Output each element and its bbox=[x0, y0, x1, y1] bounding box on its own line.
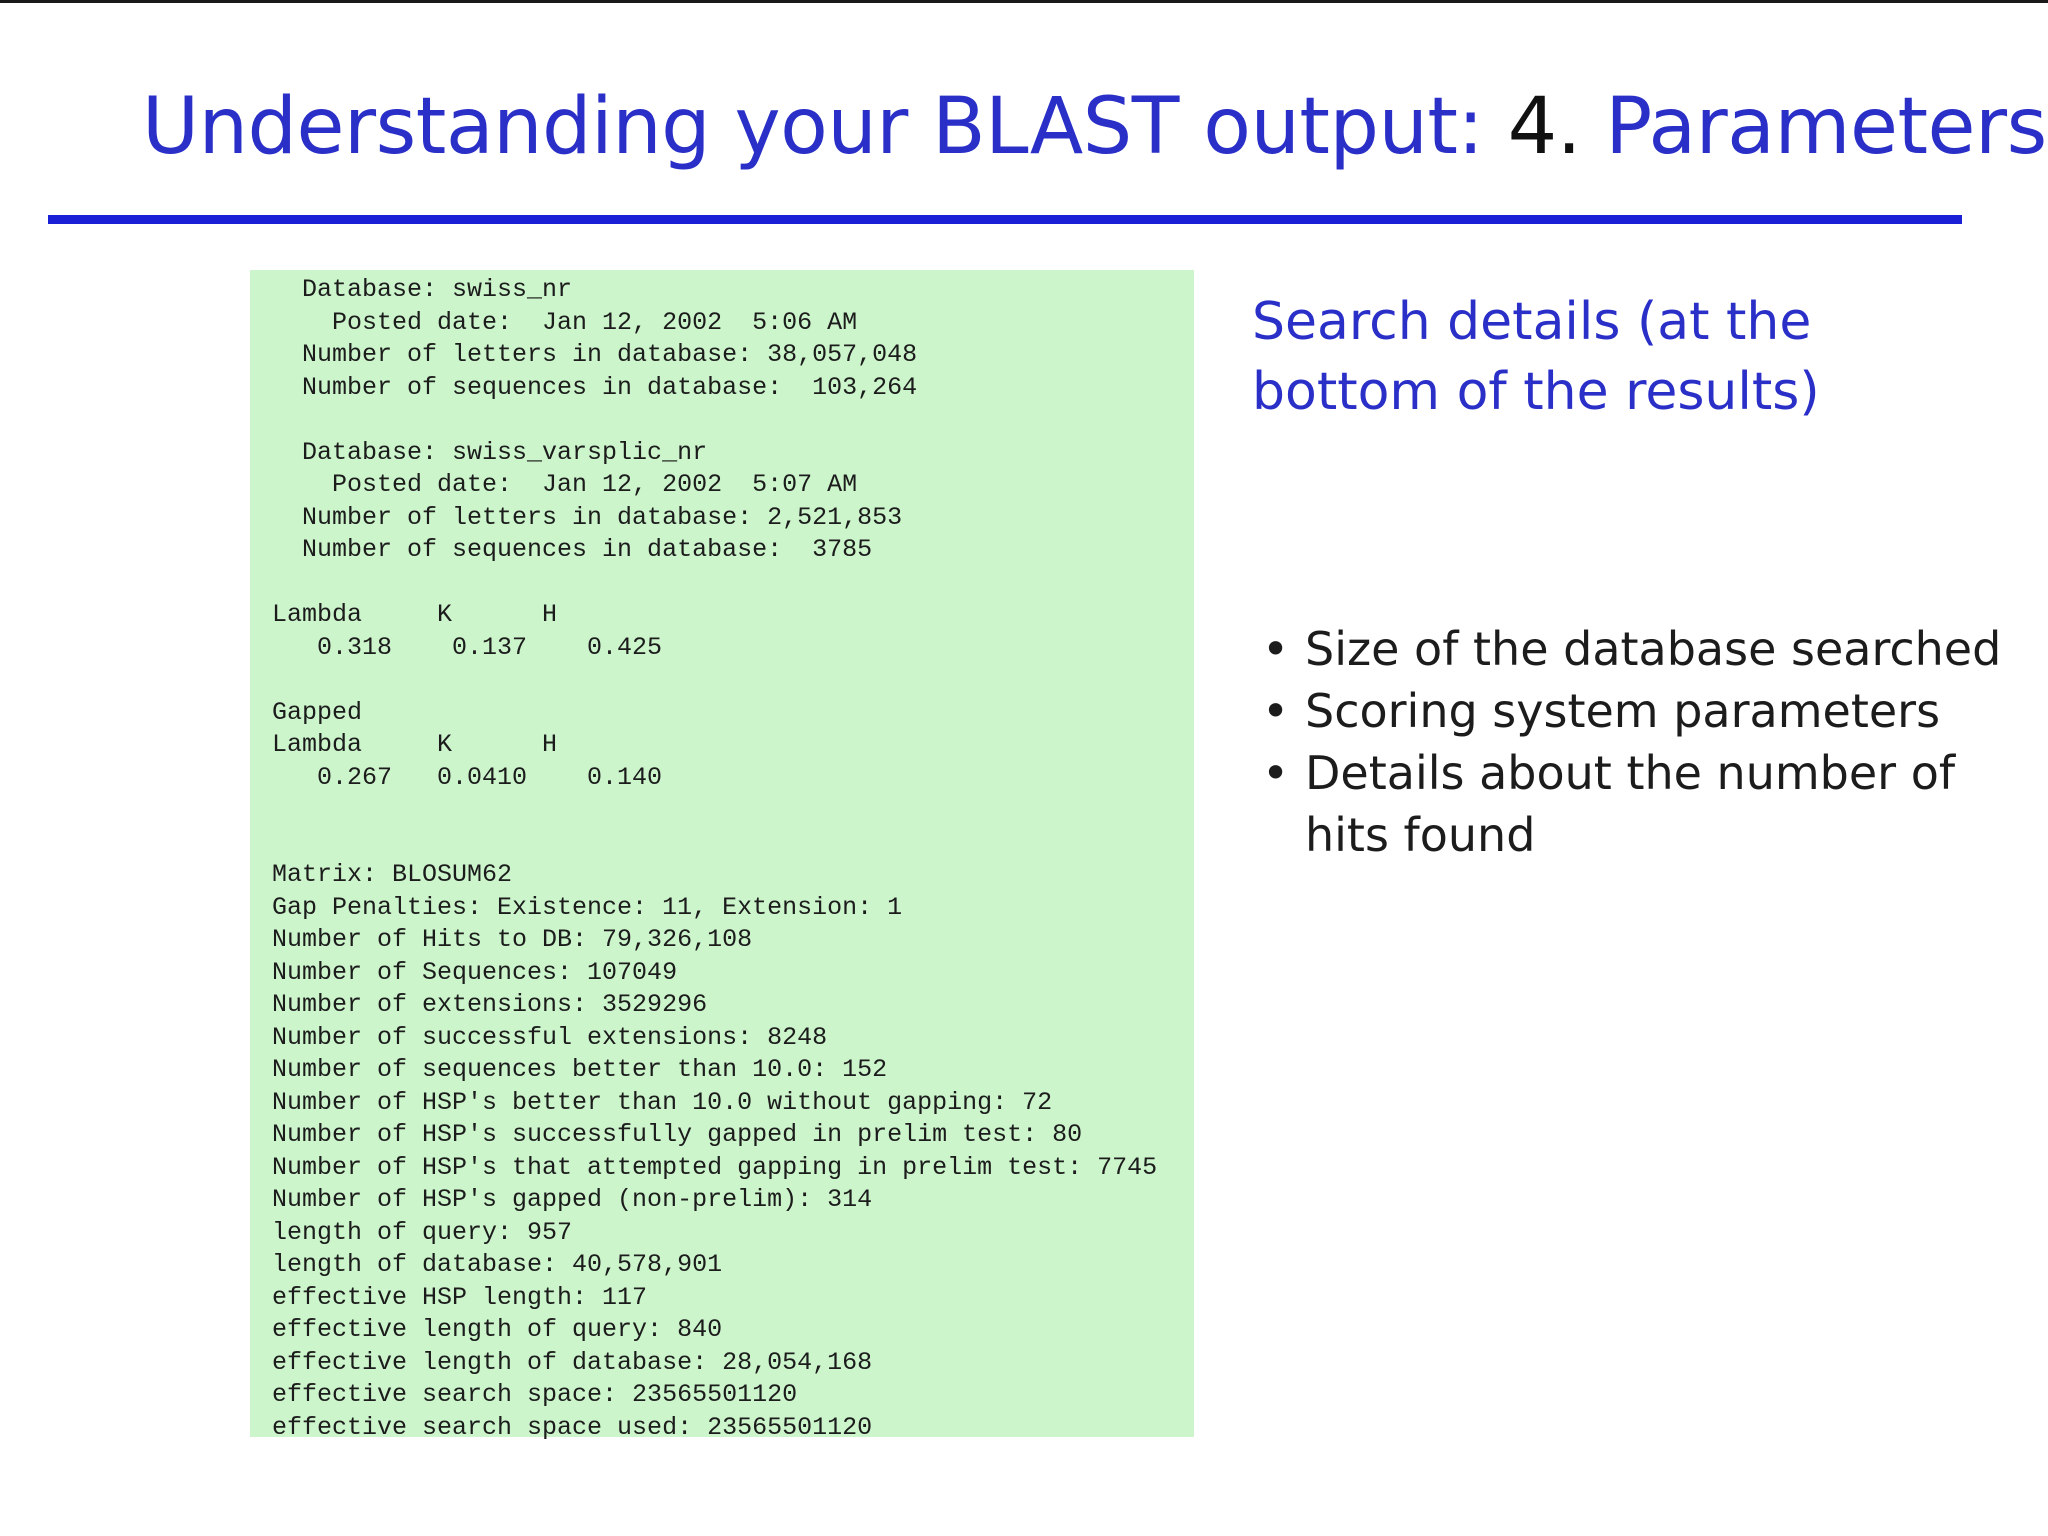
bullet-text: Details about the number of hits found bbox=[1305, 746, 1956, 862]
blast-output-text: Database: swiss_nr Posted date: Jan 12, … bbox=[272, 274, 1157, 1444]
output-line: Number of sequences in database: 3785 bbox=[272, 535, 873, 564]
output-line: Number of sequences better than 10.0: 15… bbox=[272, 1055, 888, 1084]
output-line: Gap Penalties: Existence: 11, Extension:… bbox=[272, 892, 903, 922]
search-details-line-1: Search details (at the bbox=[1252, 292, 1812, 352]
top-border bbox=[0, 0, 2048, 3]
output-line: Lambda K H bbox=[272, 600, 558, 629]
output-line: effective length of database: 28,054,168 bbox=[272, 1347, 873, 1377]
output-line: Number of HSP's better than 10.0 without… bbox=[272, 1087, 1053, 1117]
title-part-2: 4. bbox=[1507, 82, 1606, 172]
output-line: Gapped bbox=[272, 697, 363, 727]
output-line: 0.318 0.137 0.425 bbox=[272, 632, 663, 662]
output-line: Posted date: Jan 12, 2002 5:06 AM bbox=[272, 307, 858, 337]
bullet-text: Scoring system parameters bbox=[1305, 684, 1941, 738]
bullet-item: • Scoring system parameters bbox=[1262, 680, 2022, 742]
output-line: Number of sequences in database: 103,264 bbox=[272, 372, 918, 402]
bullet-item: • Details about the number of hits found bbox=[1262, 742, 2022, 866]
search-details-line-2: bottom of the results) bbox=[1252, 362, 1820, 422]
slide-title: Understanding your BLAST output: 4. Para… bbox=[142, 72, 2047, 182]
output-line: effective search space: 23565501120 bbox=[272, 1380, 798, 1409]
title-part-3: Parameters bbox=[1605, 82, 2047, 172]
output-line bbox=[272, 664, 1157, 697]
output-line: Number of letters in database: 2,521,853 bbox=[272, 502, 903, 532]
output-line: Matrix: BLOSUM62 bbox=[272, 860, 513, 889]
output-line: Database: swiss_varsplic_nr bbox=[272, 437, 708, 467]
output-line: Posted date: Jan 12, 2002 5:07 AM bbox=[272, 470, 858, 499]
bullet-icon: • bbox=[1262, 622, 1290, 676]
output-line: effective HSP length: 117 bbox=[272, 1282, 648, 1312]
output-line: Number of extensions: 3529296 bbox=[272, 990, 708, 1019]
search-details-caption: Search details (at the bottom of the res… bbox=[1252, 287, 1952, 427]
output-line: Number of HSP's gapped (non-prelim): 314 bbox=[272, 1185, 873, 1214]
output-line bbox=[272, 567, 1157, 600]
output-line bbox=[272, 404, 1157, 437]
title-part-1: Understanding your BLAST output: bbox=[142, 82, 1508, 172]
output-line: Number of Sequences: 107049 bbox=[272, 957, 678, 987]
bullet-icon: • bbox=[1262, 746, 1290, 800]
bullet-list: • Size of the database searched • Scorin… bbox=[1262, 618, 2022, 866]
output-line: 0.267 0.0410 0.140 bbox=[272, 762, 663, 792]
output-line: Number of successful extensions: 8248 bbox=[272, 1022, 828, 1052]
output-line: effective length of query: 840 bbox=[272, 1315, 723, 1344]
output-line bbox=[272, 794, 1157, 827]
output-line: Lambda K H bbox=[272, 730, 558, 759]
output-line: length of database: 40,578,901 bbox=[272, 1250, 723, 1279]
output-line: Number of letters in database: 38,057,04… bbox=[272, 340, 918, 369]
output-line: Number of HSP's successfully gapped in p… bbox=[272, 1120, 1083, 1149]
output-line bbox=[272, 827, 1157, 860]
blast-output-panel: Database: swiss_nr Posted date: Jan 12, … bbox=[250, 270, 1194, 1442]
output-line: length of query: 957 bbox=[272, 1217, 573, 1247]
output-line: Database: swiss_nr bbox=[272, 275, 573, 304]
bullet-text: Size of the database searched bbox=[1305, 622, 2002, 676]
output-line: Number of Hits to DB: 79,326,108 bbox=[272, 925, 753, 954]
title-underline bbox=[48, 215, 1962, 224]
output-line: Number of HSP's that attempted gapping i… bbox=[272, 1152, 1158, 1182]
output-line: effective search space used: 23565501120 bbox=[272, 1412, 873, 1442]
bullet-icon: • bbox=[1262, 684, 1290, 738]
bullet-item: • Size of the database searched bbox=[1262, 618, 2022, 680]
